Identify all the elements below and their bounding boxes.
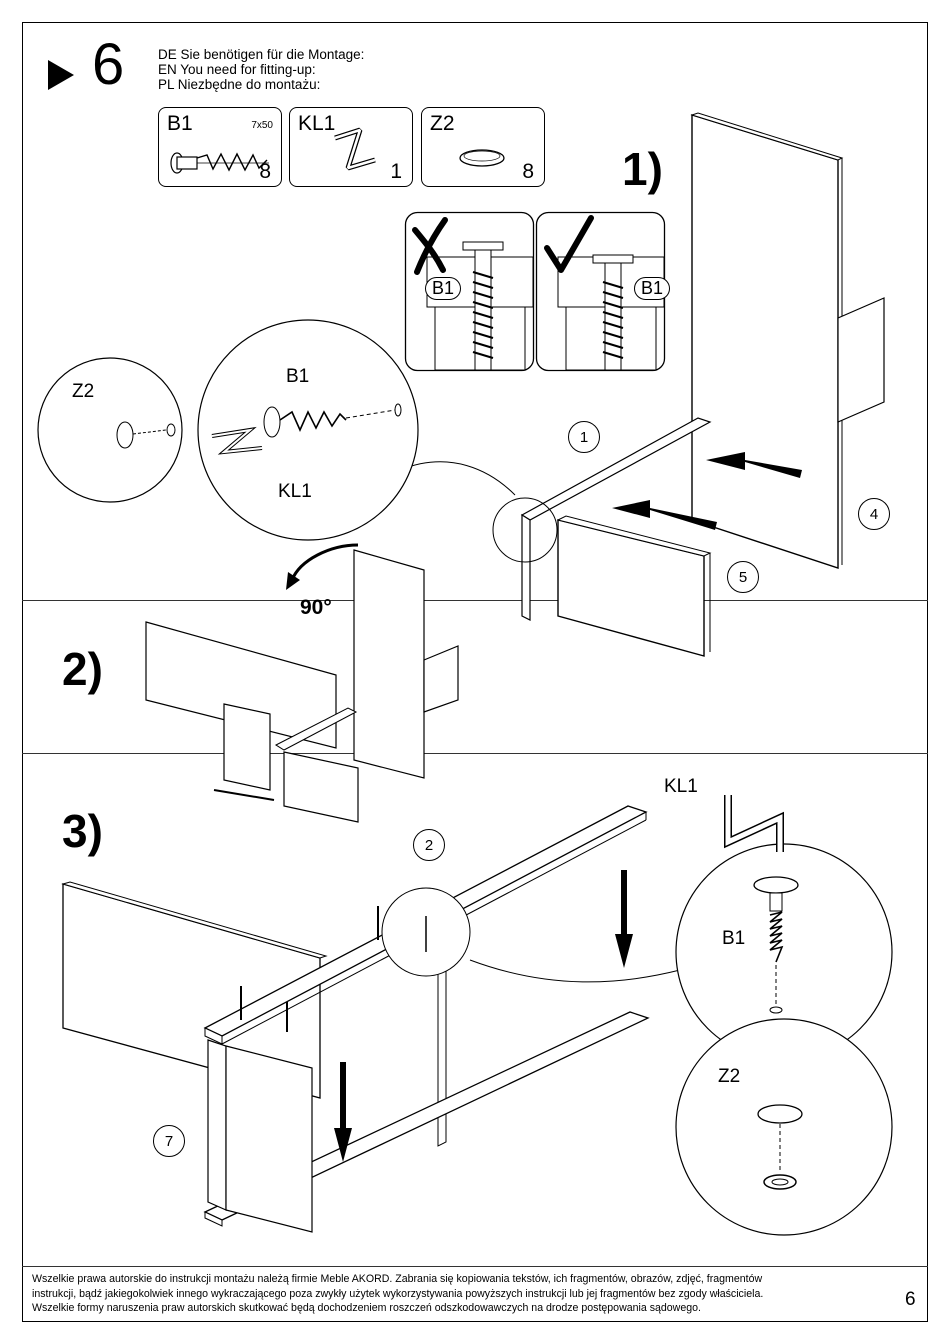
part-qty-kl1: 1 [390, 160, 402, 183]
kl1-left-label: KL1 [278, 481, 312, 502]
section-divider-1 [22, 600, 928, 601]
confirmat-screw-icon [170, 152, 269, 174]
rotation-angle: 90° [300, 596, 332, 619]
wrong-b1-label: B1 [425, 277, 462, 300]
callout-panel-5: 5 [727, 561, 759, 593]
callout-panel-1: 1 [568, 421, 600, 453]
stage-label-1: 1) [622, 143, 663, 195]
z2-right-label: Z2 [718, 1066, 741, 1087]
page-number: 6 [905, 1289, 916, 1310]
screw-depth-detail [404, 211, 666, 372]
z2-left-label: Z2 [72, 381, 95, 402]
part-size-b1: 7x50 [251, 120, 273, 131]
intro-line-pl: PL Niezbędne do montażu: [158, 77, 321, 92]
intro-line-de: DE Sie benötigen für die Montage: [158, 47, 365, 62]
push-arrow-icon [612, 452, 802, 530]
footer-divider [22, 1266, 928, 1267]
step-number: 6 [92, 32, 125, 97]
callout-panel-2: 2 [413, 829, 445, 861]
copyright-line-3: Wszelkie formy naruszenia praw autorskic… [32, 1302, 701, 1314]
step3-illustration [61, 795, 893, 1236]
callout-panel-4: 4 [858, 498, 890, 530]
copyright-notice: Wszelkie prawa autorskie do instrukcji m… [32, 1272, 872, 1316]
part-code-z2: Z2 [430, 112, 455, 135]
section-divider-2 [22, 753, 928, 754]
copyright-line-1: Wszelkie prawa autorskie do instrukcji m… [32, 1273, 763, 1285]
cross-mark-icon [412, 217, 448, 275]
part-qty-z2: 8 [522, 160, 534, 183]
check-mark-icon [544, 215, 594, 273]
page-frame [22, 22, 928, 1322]
part-box-kl1: KL1 1 [289, 107, 413, 187]
part-box-b1: B1 7x50 8 [158, 107, 282, 187]
stage-label-2: 2) [62, 643, 103, 695]
stage-label-3: 3) [62, 805, 103, 857]
copyright-line-2: instrukcji, bądź jakiegokolwiek innego w… [32, 1287, 764, 1300]
part-code-kl1: KL1 [298, 112, 336, 135]
callout-panel-7: 7 [153, 1125, 185, 1157]
intro-line-en: EN You need for fitting-up: [158, 62, 316, 77]
step1-illustration [37, 112, 885, 823]
b1-right-label: B1 [722, 928, 746, 949]
hex-key-icon [334, 127, 376, 171]
right-b1-label: B1 [634, 277, 671, 300]
cover-cap-icon [459, 149, 505, 167]
part-code-b1: B1 [167, 112, 193, 135]
kl1-right-label: KL1 [664, 776, 698, 797]
play-triangle-icon [48, 60, 74, 90]
part-qty-b1: 8 [259, 160, 271, 183]
b1-left-label: B1 [286, 366, 310, 387]
rotate-arrow-icon [290, 543, 359, 581]
part-box-z2: Z2 8 [421, 107, 545, 187]
